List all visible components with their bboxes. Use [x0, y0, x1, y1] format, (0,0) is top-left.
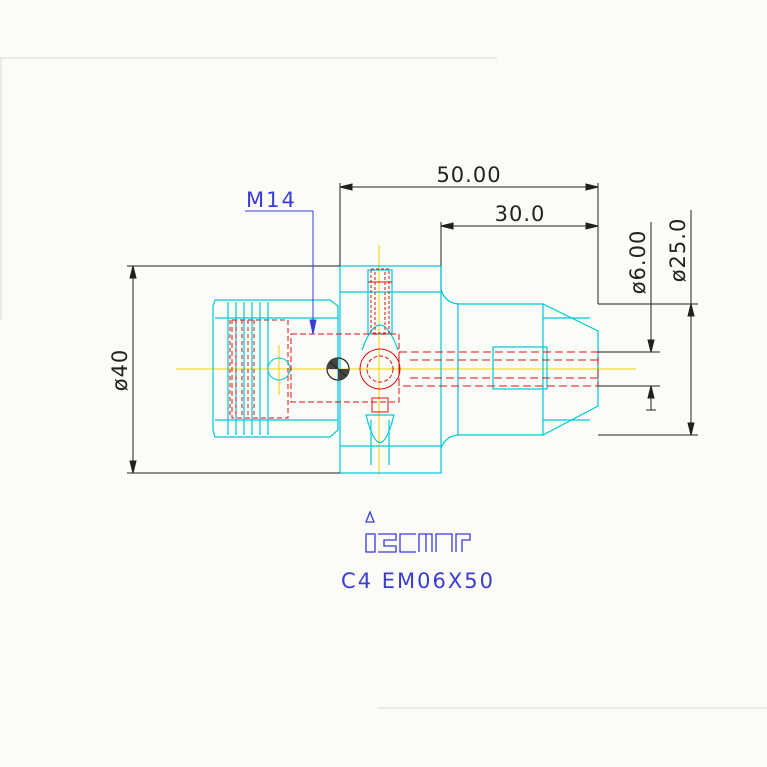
dimension-overall-length: 50.00 [436, 163, 501, 187]
thread-section-symbol [326, 357, 350, 381]
dimension-bore-diameter: ø6.00 [626, 230, 650, 295]
dimension-gauge-length: 30.0 [495, 202, 546, 226]
centerlines [176, 245, 636, 475]
iscar-logo [365, 510, 471, 553]
dimension-nose-diameter: ø25.0 [666, 218, 690, 283]
dimension-body-diameter: ø40 [108, 349, 132, 392]
part-code-label: C4 EM06X50 [341, 569, 495, 593]
hidden-lines [229, 268, 599, 419]
dimension-lines [127, 183, 698, 474]
thread-leader [245, 210, 317, 335]
clamp-screw-bottom [365, 414, 395, 465]
thread-callout: M14 [246, 188, 297, 212]
holder-body-outline [339, 265, 599, 474]
